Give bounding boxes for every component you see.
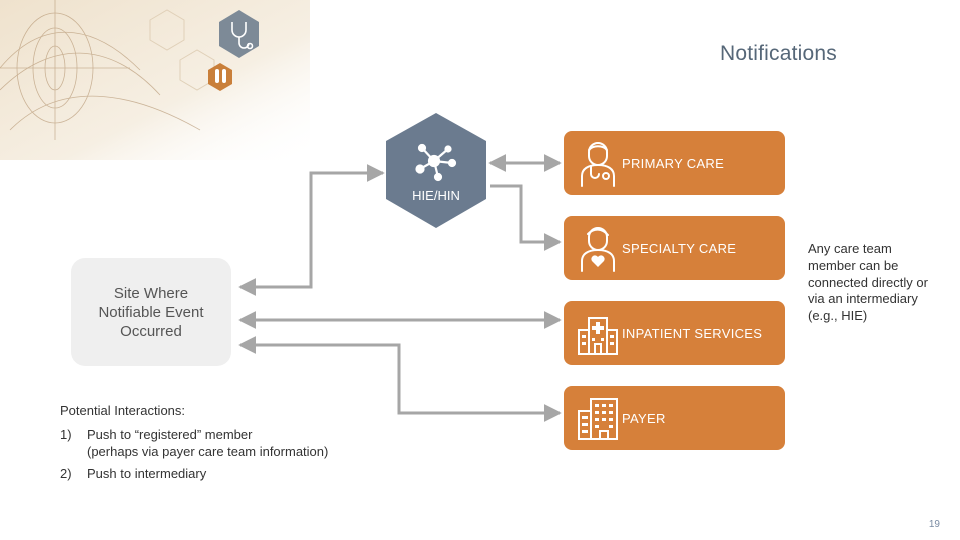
office-building-icon xyxy=(578,398,618,440)
interaction-number: 1) xyxy=(60,427,72,442)
stethoscope-hex-icon xyxy=(219,10,259,58)
care-box-payer[interactable]: PAYER xyxy=(564,386,785,450)
network-hub-icon xyxy=(415,143,457,182)
doctor-icon xyxy=(581,142,615,187)
interactions-section: Potential Interactions: 1) Push to “regi… xyxy=(60,403,390,487)
hospital-icon xyxy=(578,317,618,355)
care-label-payer: PAYER xyxy=(622,411,666,426)
page-title: Notifications xyxy=(720,42,837,65)
interaction-item: 2) Push to intermediary xyxy=(60,465,390,482)
interaction-number: 2) xyxy=(60,466,72,481)
caregiver-icon xyxy=(581,227,615,272)
care-box-inpatient-services[interactable]: INPATIENT SERVICES xyxy=(564,301,785,365)
pill-hex-icon xyxy=(208,63,232,91)
connector-hub-specialty xyxy=(490,184,562,251)
connector-site-hub xyxy=(238,164,385,296)
care-label-inpatient-services: INPATIENT SERVICES xyxy=(622,326,763,341)
decorative-header-art xyxy=(0,0,310,160)
interaction-text: Push to “registered” member xyxy=(87,427,253,442)
interaction-item: 1) Push to “registered” member (perhaps … xyxy=(60,426,390,460)
hub-label: HIE/HIN xyxy=(412,188,460,203)
hie-hub[interactable] xyxy=(386,113,486,228)
site-box[interactable]: Site Where Notifiable Event Occurred xyxy=(71,258,231,366)
interactions-title: Potential Interactions: xyxy=(60,403,186,418)
interaction-subtext: (perhaps via payer care team information… xyxy=(87,444,329,459)
care-box-specialty-care[interactable]: SPECIALTY CARE xyxy=(564,216,785,280)
page-number: 19 xyxy=(928,519,940,530)
connection-note: Any care team member can be connected di… xyxy=(808,241,928,324)
care-box-primary-care[interactable]: PRIMARY CARE xyxy=(564,131,785,195)
site-label: Site Where Notifiable Event Occurred xyxy=(98,284,204,340)
interaction-text: Push to intermediary xyxy=(87,466,207,481)
connector-site-payer xyxy=(238,336,562,422)
care-label-specialty-care: SPECIALTY CARE xyxy=(622,241,737,256)
care-label-primary-care: PRIMARY CARE xyxy=(622,156,725,171)
